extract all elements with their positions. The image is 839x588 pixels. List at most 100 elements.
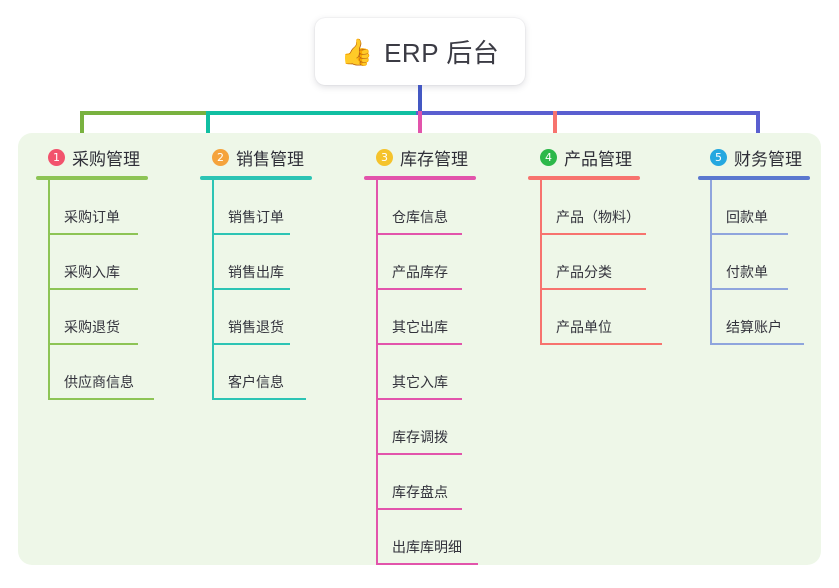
branch-item-underline [710,343,804,345]
branch-item-label: 回款单 [726,209,768,225]
branch-number-badge: 3 [376,148,393,166]
bus-segment-blue [416,111,760,115]
branch-title: 采购管理 [72,149,140,169]
branch-column-5: 5 财务管理回款单付款单结算账户 [698,144,810,345]
branch-item-label: 销售退货 [228,319,284,335]
branch-item-label: 库存调拨 [392,429,448,445]
bus-segment-green [80,111,208,115]
branch-item[interactable]: 仓库信息 [364,180,476,235]
branch-item-label: 供应商信息 [64,374,134,390]
branch-item[interactable]: 产品单位 [528,290,662,345]
branch-item-underline [48,233,138,235]
branch-item-underline [710,233,788,235]
branch-item-label: 产品库存 [392,264,448,280]
branch-underline [698,176,810,180]
branch-item[interactable]: 供应商信息 [36,345,154,400]
branch-item[interactable]: 库存盘点 [364,455,476,510]
branch-underline [200,176,312,180]
branch-item[interactable]: 其它入库 [364,345,476,400]
branch-items: 销售订单销售出库销售退货客户信息 [200,180,312,400]
thumbs-up-icon: 👍 [340,36,374,67]
branch-item[interactable]: 其它出库 [364,290,476,345]
branch-item-label: 采购退货 [64,319,120,335]
branch-item[interactable]: 采购入库 [36,235,148,290]
branch-title: 库存管理 [400,149,468,169]
branch-spine [212,180,214,400]
branch-item-label: 付款单 [726,264,768,280]
branch-item-underline [540,288,646,290]
root-stem-connector [418,85,422,114]
branch-item-underline [48,288,138,290]
branch-underline [528,176,640,180]
branch-item[interactable]: 产品（物料） [528,180,646,235]
branch-item-label: 库存盘点 [392,484,448,500]
branch-item[interactable]: 回款单 [698,180,810,235]
branch-header-4[interactable]: 4 产品管理 [528,144,640,170]
branch-item[interactable]: 付款单 [698,235,810,290]
drop-connector-1 [80,111,84,139]
branch-item-label: 销售订单 [228,209,284,225]
branch-item-underline [540,233,646,235]
branch-item-label: 客户信息 [228,374,284,390]
branch-item[interactable]: 出库库明细 [364,510,478,565]
branch-item[interactable]: 销售订单 [200,180,312,235]
branch-item-label: 产品分类 [556,264,612,280]
branch-item-label: 其它出库 [392,319,448,335]
branch-header-1[interactable]: 1 采购管理 [36,144,148,170]
branch-column-3: 3 库存管理仓库信息产品库存其它出库其它入库库存调拨库存盘点出库库明细 [364,144,478,565]
branch-item[interactable]: 产品分类 [528,235,646,290]
drop-connector-2 [206,111,210,139]
branch-item[interactable]: 销售退货 [200,290,312,345]
branch-item-underline [376,508,462,510]
root-node-erp-backend[interactable]: 👍 ERP 后台 [315,18,525,85]
branch-header-3[interactable]: 3 库存管理 [364,144,476,170]
branch-item[interactable]: 结算账户 [698,290,810,345]
branch-spine [376,180,378,565]
branch-item-underline [48,343,138,345]
branch-item[interactable]: 采购订单 [36,180,148,235]
branch-item-label: 采购入库 [64,264,120,280]
branch-spine [710,180,712,345]
branches-panel [18,133,821,565]
branch-column-4: 4 产品管理产品（物料） 产品分类产品单位 [528,144,662,345]
branch-item[interactable]: 采购退货 [36,290,148,345]
branch-item-underline [212,343,290,345]
branch-item-underline [48,398,154,400]
branch-header-5[interactable]: 5 财务管理 [698,144,810,170]
branch-title: 产品管理 [564,149,632,169]
branch-item[interactable]: 销售出库 [200,235,312,290]
branch-title: 销售管理 [236,149,304,169]
branch-underline [364,176,476,180]
branch-item-label: 产品单位 [556,319,612,335]
branch-item[interactable]: 客户信息 [200,345,312,400]
branch-item-label: 仓库信息 [392,209,448,225]
branch-item-underline [376,288,462,290]
branch-item-underline [212,233,290,235]
branch-spine [48,180,50,400]
bus-segment-teal [206,111,418,115]
branch-number-badge: 4 [540,148,557,166]
branch-item-label: 销售出库 [228,264,284,280]
branch-title: 财务管理 [734,149,802,169]
branch-items: 产品（物料） 产品分类产品单位 [528,180,662,345]
branch-item-underline [376,453,462,455]
branch-number-badge: 1 [48,148,65,166]
branch-item-underline [540,343,662,345]
branch-item-underline [376,343,462,345]
branch-item-underline [710,288,788,290]
branch-number-badge: 5 [710,148,727,166]
branch-items: 回款单付款单结算账户 [698,180,810,345]
branch-item-label: 其它入库 [392,374,448,390]
branch-items: 采购订单采购入库采购退货供应商信息 [36,180,154,400]
branch-item-underline [376,563,478,565]
branch-column-1: 1 采购管理采购订单采购入库采购退货供应商信息 [36,144,154,400]
drop-connector-4 [553,111,557,139]
branch-item-underline [212,398,306,400]
branch-item[interactable]: 产品库存 [364,235,476,290]
branch-item[interactable]: 库存调拨 [364,400,476,455]
branch-items: 仓库信息产品库存其它出库其它入库库存调拨库存盘点出库库明细 [364,180,478,565]
branch-item-label: 产品（物料） [556,209,640,225]
root-node-title: ERP 后台 [384,38,500,68]
